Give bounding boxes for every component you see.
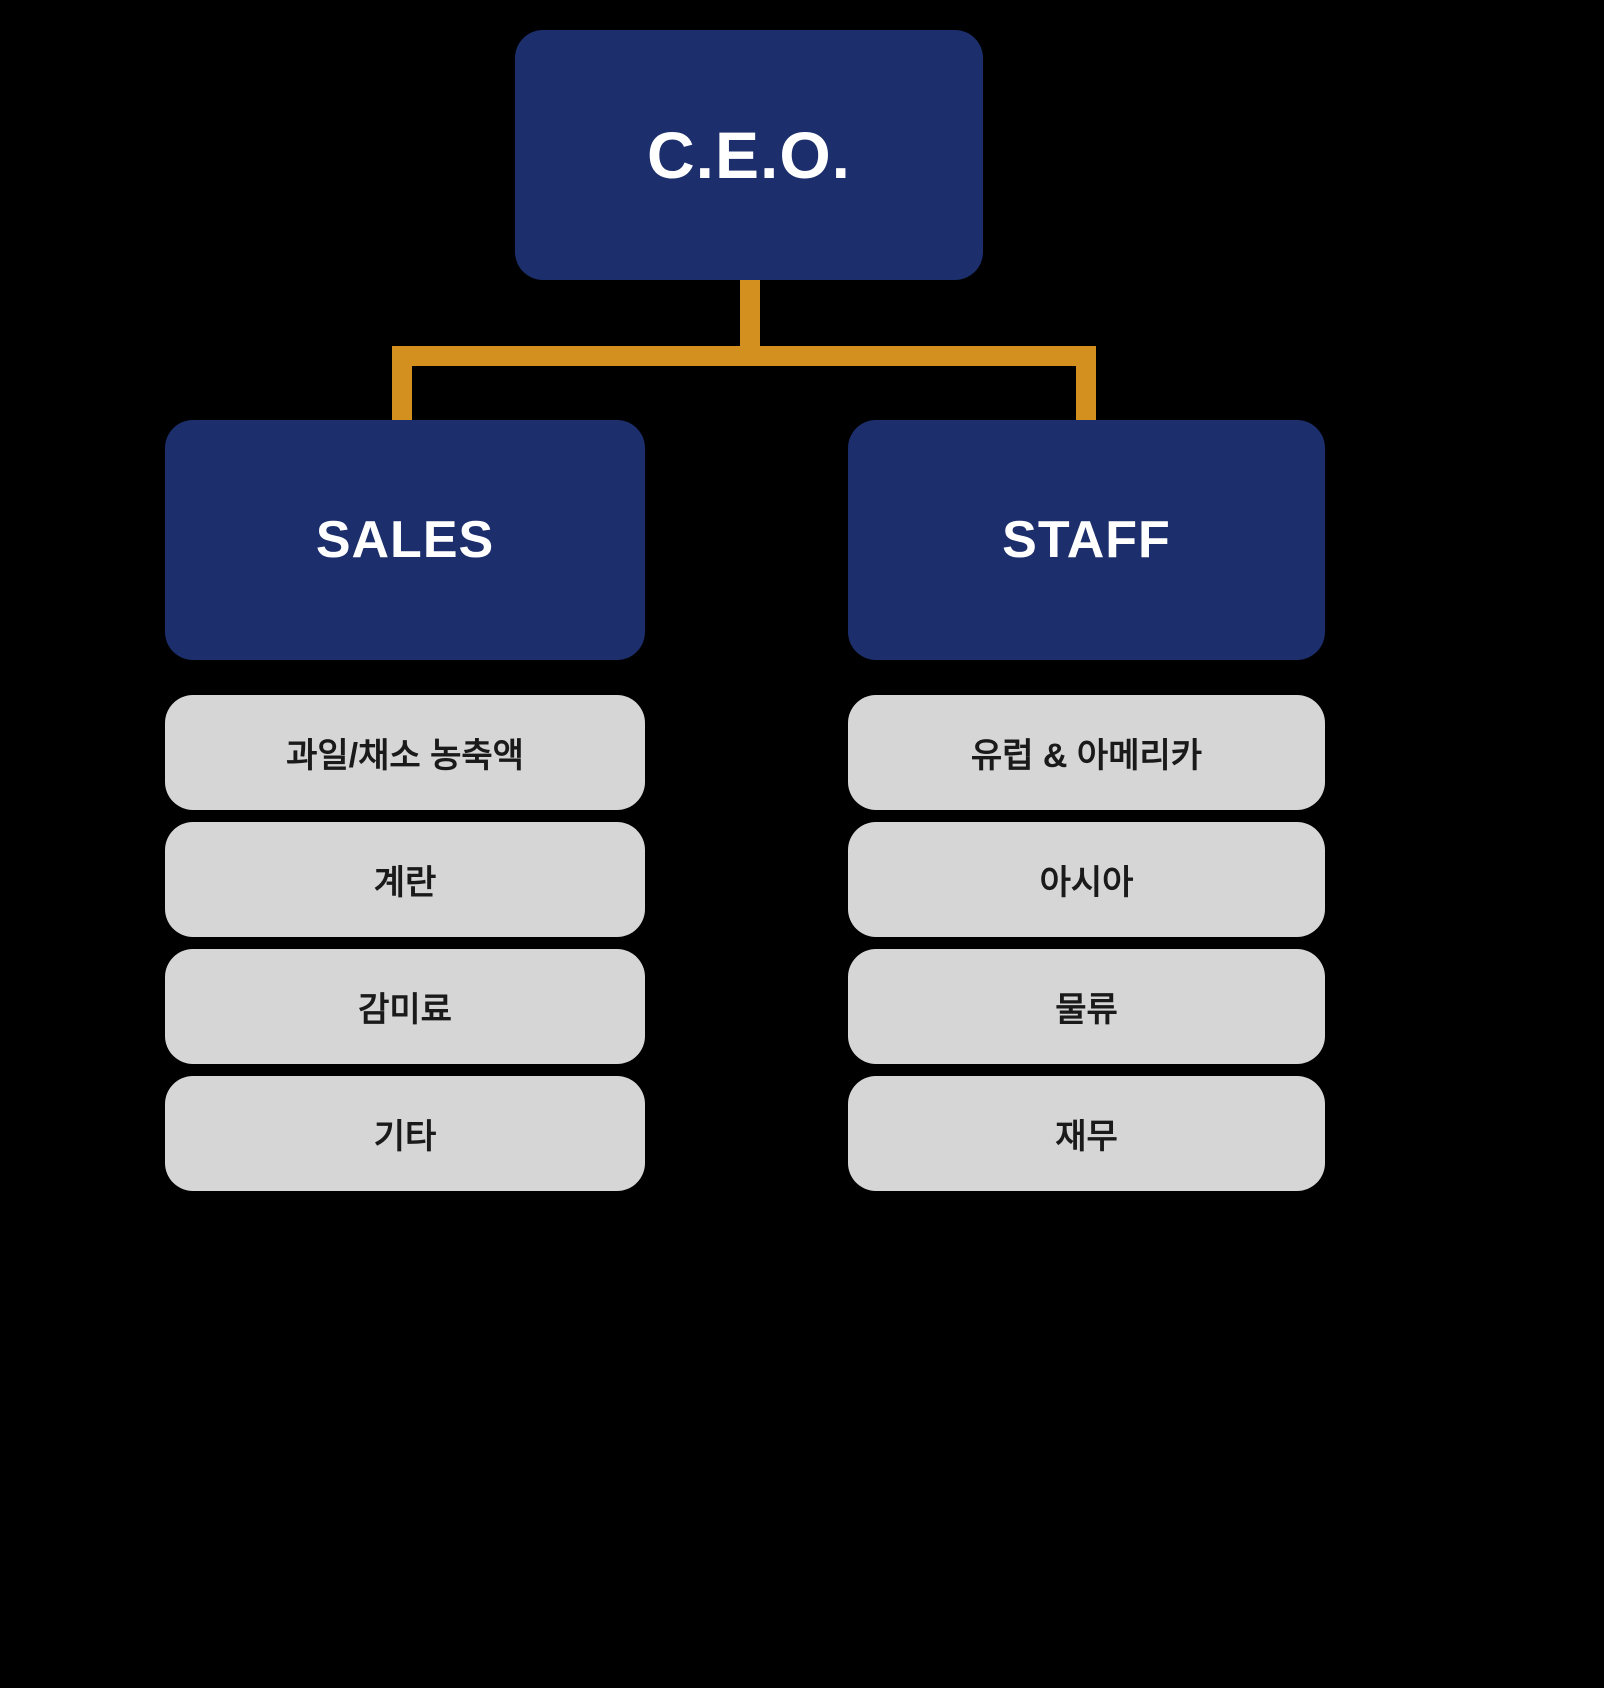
node-ceo-label: C.E.O.: [646, 118, 852, 192]
leaf-item-sales-4[interactable]: 기타: [165, 1076, 645, 1191]
node-sales[interactable]: SALES: [165, 420, 645, 660]
leaf-item-label: 감미료: [358, 991, 452, 1029]
leaf-item-sales-2[interactable]: 계란: [165, 822, 645, 937]
leaf-column-staff: 유럽 & 아메리카 아시아 물류 재무: [848, 695, 1325, 1191]
leaf-item-staff-1[interactable]: 유럽 & 아메리카: [848, 695, 1325, 810]
leaf-item-staff-4[interactable]: 재무: [848, 1076, 1325, 1191]
node-staff-label: STAFF: [1002, 511, 1171, 569]
leaf-item-sales-3[interactable]: 감미료: [165, 949, 645, 1064]
node-sales-label: SALES: [315, 511, 495, 569]
node-staff[interactable]: STAFF: [848, 420, 1325, 660]
connector-ceo-stem: [740, 278, 760, 354]
leaf-column-sales: 과일/채소 농축액 계란 감미료 기타: [165, 695, 645, 1191]
leaf-item-staff-2[interactable]: 아시아: [848, 822, 1325, 937]
leaf-item-label: 물류: [1055, 991, 1118, 1029]
leaf-item-staff-3[interactable]: 물류: [848, 949, 1325, 1064]
leaf-item-label: 유럽 & 아메리카: [970, 737, 1203, 775]
node-ceo[interactable]: C.E.O.: [515, 30, 983, 280]
leaf-item-label: 과일/채소 농축액: [286, 737, 524, 775]
connector-staff-drop: [1076, 346, 1096, 436]
leaf-item-label: 아시아: [1039, 864, 1134, 902]
leaf-item-label: 기타: [373, 1118, 437, 1156]
connector-horizontal-bar: [392, 346, 1096, 366]
leaf-item-sales-1[interactable]: 과일/채소 농축액: [165, 695, 645, 810]
leaf-item-label: 계란: [373, 864, 437, 902]
connector-sales-drop: [392, 346, 412, 436]
leaf-item-label: 재무: [1055, 1118, 1118, 1156]
